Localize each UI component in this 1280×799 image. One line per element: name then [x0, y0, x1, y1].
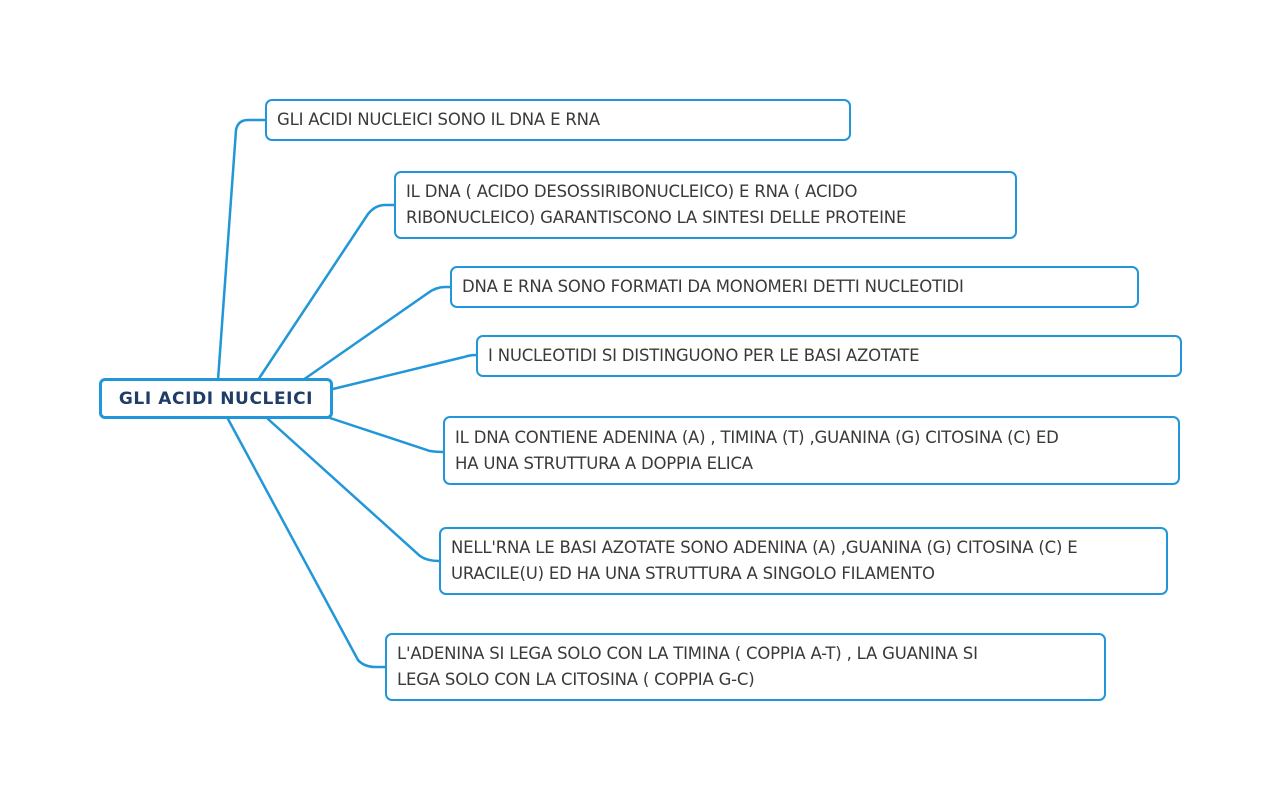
branch-node[interactable]: GLI ACIDI NUCLEICI SONO IL DNA E RNA [265, 99, 851, 141]
branch-node[interactable]: IL DNA CONTIENE ADENINA (A) , TIMINA (T)… [443, 416, 1180, 485]
connector-branch-2 [256, 203, 396, 382]
connector-branch-4 [331, 353, 478, 391]
connector-branch-1 [216, 118, 267, 382]
connector-branch-3 [301, 285, 452, 382]
branch-node[interactable]: DNA E RNA SONO FORMATI DA MONOMERI DETTI… [450, 266, 1139, 308]
branch-node[interactable]: I NUCLEOTIDI SI DISTINGUONO PER LE BASI … [476, 335, 1182, 377]
connector-branch-5 [328, 416, 445, 454]
connector-branch-7 [226, 417, 387, 669]
connector-branch-6 [266, 417, 441, 563]
branch-node[interactable]: L'ADENINA SI LEGA SOLO CON LA TIMINA ( C… [385, 633, 1106, 701]
branch-node[interactable]: NELL'RNA LE BASI AZOTATE SONO ADENINA (A… [439, 527, 1168, 595]
root-node[interactable]: GLI ACIDI NUCLEICI [99, 378, 333, 419]
branch-node[interactable]: IL DNA ( ACIDO DESOSSIRIBONUCLEICO) E RN… [394, 171, 1017, 239]
